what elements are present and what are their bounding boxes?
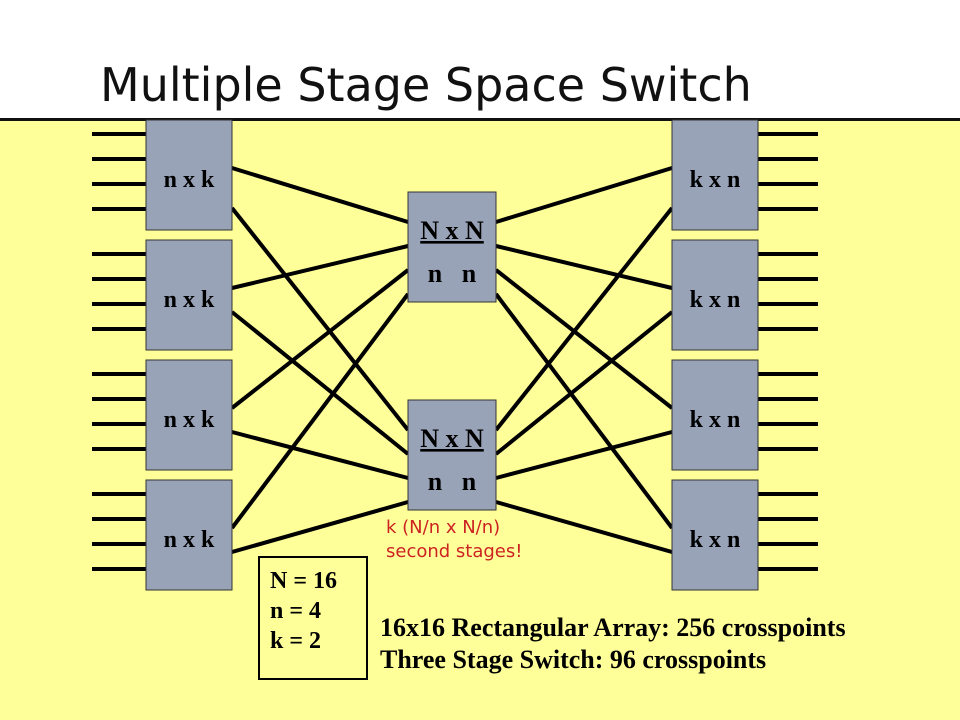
third-stage-label: k x n xyxy=(690,407,741,433)
third-stage-label: k x n xyxy=(690,167,741,193)
third-stage-box xyxy=(671,359,759,471)
third-stage-box xyxy=(671,119,759,231)
second-stage-label-top: N x N xyxy=(420,424,484,453)
connection-line xyxy=(494,268,674,410)
crosspoint-summary: 16x16 Rectangular Array: 256 crosspoints… xyxy=(380,612,846,676)
connection-line xyxy=(230,268,410,410)
first-stage-label: n x k xyxy=(164,167,215,193)
third-stage-box xyxy=(671,479,759,591)
connection-line xyxy=(495,244,673,290)
first-stage-label: n x k xyxy=(164,287,215,313)
connection-line xyxy=(495,500,673,554)
connection-line xyxy=(494,292,674,530)
summary-three-stage: Three Stage Switch: 96 crosspoints xyxy=(380,645,767,674)
first-stage-box xyxy=(145,119,233,231)
slide-title: Multiple Stage Space Switch xyxy=(100,58,752,112)
connection-line xyxy=(231,430,409,480)
connection-line xyxy=(494,310,674,456)
second-stage-box xyxy=(407,191,497,303)
connection-line xyxy=(231,500,409,554)
connection-line xyxy=(495,430,673,480)
connection-line xyxy=(494,206,674,432)
connection-line xyxy=(231,166,409,224)
second-stage-label-top: N x N xyxy=(420,216,484,245)
connection-line xyxy=(230,292,410,530)
third-stage-label: k x n xyxy=(690,287,741,313)
connection-line xyxy=(230,206,410,432)
connection-line xyxy=(495,166,673,224)
summary-rectangular: 16x16 Rectangular Array: 256 crosspoints xyxy=(380,613,846,642)
first-stage-label: n x k xyxy=(164,407,215,433)
first-stage-label: n x k xyxy=(164,527,215,553)
second-stage-label-bottom: n n xyxy=(428,467,477,496)
first-stage-box xyxy=(145,239,233,351)
param-n-total: N = 16 xyxy=(270,568,338,594)
switch-boxes: n x k n x k n x k n x k k x n k x n k x n k x n… xyxy=(145,119,759,591)
connection-line xyxy=(230,310,410,456)
second-stage-label-bottom: n n xyxy=(428,259,477,288)
note-line-2: second stages! xyxy=(386,541,523,562)
third-stage-box xyxy=(671,239,759,351)
first-stage-box xyxy=(145,359,233,471)
param-k: k = 2 xyxy=(270,628,322,654)
param-n: n = 4 xyxy=(270,598,322,624)
note-line-1: k (N/n x N/n) xyxy=(386,517,501,538)
interconnect-wires xyxy=(92,132,818,571)
second-stage-box xyxy=(407,399,497,511)
first-stage-box xyxy=(145,479,233,591)
second-stage-note: k (N/n x N/n) second stages! xyxy=(386,516,522,564)
parameter-box: N = 16 n = 4 k = 2 xyxy=(258,556,368,680)
connection-line xyxy=(231,244,409,290)
third-stage-label: k x n xyxy=(690,527,741,553)
